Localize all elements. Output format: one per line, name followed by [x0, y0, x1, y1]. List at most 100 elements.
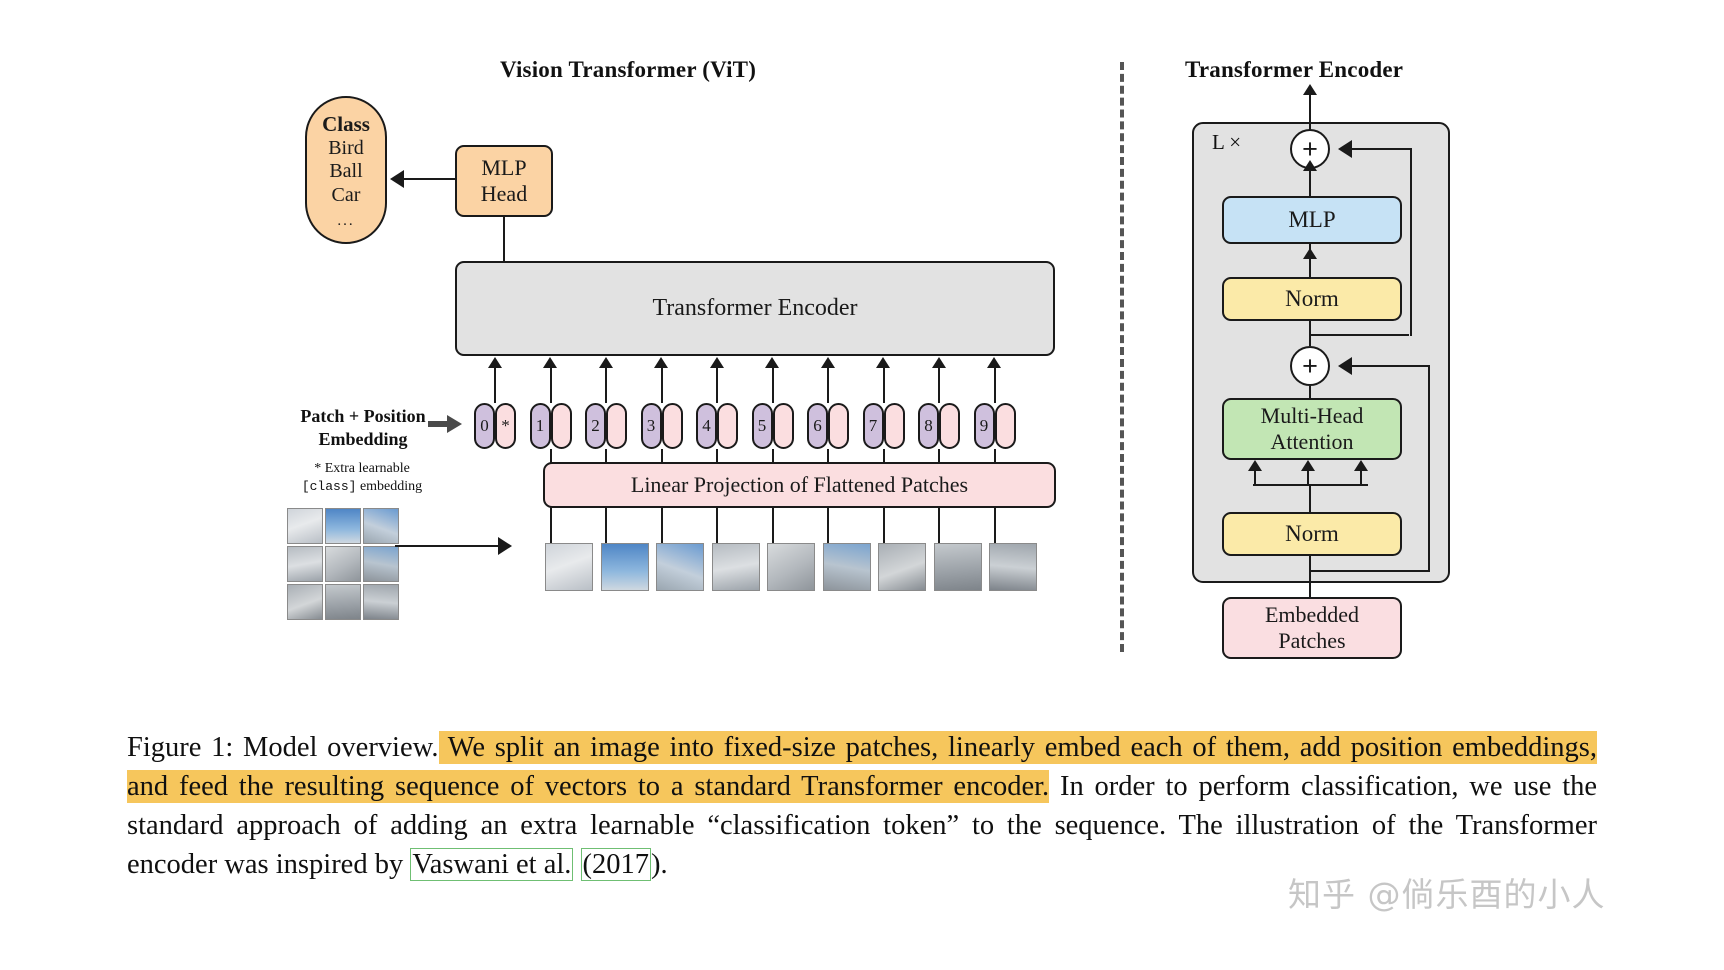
linproj-up-line-1: [549, 449, 552, 463]
source-patch-1: [287, 508, 323, 544]
token-arrow-line-1: [549, 368, 552, 403]
embedded-patches-line2: Patches: [1278, 628, 1346, 653]
embedded-patches-line1: Embedded: [1264, 602, 1360, 628]
token-pair-3: 3: [640, 403, 683, 449]
token-arrow-head-0: [487, 357, 502, 368]
position-embedding-token-5: 5: [751, 403, 773, 449]
class-ellipsis: ...: [337, 212, 355, 229]
encoder-output-arrowhead: [1303, 84, 1317, 95]
qkv-line-0: [1254, 470, 1257, 486]
transformer-encoder-bar: Transformer Encoder: [455, 261, 1055, 356]
linproj-down-line-4: [716, 507, 719, 549]
flattened-patch-9: [989, 543, 1037, 591]
skip1-h-bottom: [1309, 570, 1429, 573]
linproj-up-line-7: [882, 449, 885, 463]
mlp-head-line2: Head: [480, 181, 528, 206]
token-arrow-line-8: [938, 368, 941, 403]
source-patch-9: [363, 584, 399, 620]
position-embedding-token-1: 1: [529, 403, 551, 449]
token-arrow-line-6: [827, 368, 830, 403]
mha-line1: Multi-Head: [1260, 403, 1364, 429]
figure-region: Vision Transformer (ViT) Transformer Enc…: [262, 57, 1450, 659]
flattened-patch-1: [545, 543, 593, 591]
citation-author-link[interactable]: Vaswani et al.: [410, 848, 574, 882]
repeat-count-label: L ×: [1212, 130, 1242, 154]
qkv-arrowhead-1: [1300, 460, 1315, 471]
position-embedding-token-4: 4: [696, 403, 717, 449]
source-patch-5: [325, 546, 361, 582]
skip2-v: [1410, 149, 1413, 336]
extra-learnable-note: * Extra learnable [class] embedding: [262, 460, 462, 496]
encoder-mlp-label: MLP: [1288, 206, 1336, 232]
residual-add-mid: +: [1290, 346, 1330, 386]
linproj-down-line-5: [771, 507, 774, 549]
flattened-patch-7: [878, 543, 926, 591]
patch-embedding-token-9: [994, 403, 1016, 449]
position-embedding-token-6: 6: [807, 403, 828, 449]
token-pair-5: 5: [751, 403, 794, 449]
position-embedding-token-2: 2: [585, 403, 606, 449]
linproj-down-line-9: [993, 507, 996, 549]
qkv-arrowhead-0: [1247, 460, 1262, 471]
transformer-encoder-bar-label: Transformer Encoder: [652, 294, 858, 321]
grid-to-strip-line: [395, 545, 500, 548]
extra-note-line2: [class] embedding: [262, 478, 462, 496]
plus-mid-symbol: +: [1302, 350, 1318, 381]
extra-note-line1: * Extra learnable: [314, 461, 410, 476]
mlp-to-class-arrowhead: [390, 170, 404, 188]
source-patch-6: [363, 546, 399, 582]
token-pair-4: 4: [696, 403, 738, 449]
class-output-capsule: Class Bird Ball Car ...: [305, 96, 387, 244]
token-arrow-head-8: [931, 357, 946, 368]
flattened-patch-3: [656, 543, 704, 591]
token-arrow-head-4: [709, 357, 724, 368]
position-embedding-token-0: 0: [474, 403, 495, 449]
multi-head-attention-box: Multi-Head Attention: [1222, 398, 1402, 460]
ppe-line1: Patch + Position: [300, 406, 426, 426]
linproj-down-line-2: [605, 507, 608, 549]
source-patch-4: [287, 546, 323, 582]
source-patch-7: [287, 584, 323, 620]
token-arrow-head-3: [654, 357, 668, 368]
linproj-up-line-3: [660, 449, 663, 463]
flattened-patch-4: [711, 543, 760, 591]
encoder-to-mlphead-line: [503, 216, 506, 262]
linproj-up-line-4: [716, 449, 719, 463]
ppe-arrow-icon: [428, 415, 462, 433]
position-embedding-token-9: 9: [973, 403, 995, 449]
class-label: Class: [322, 111, 370, 136]
linproj-up-line-8: [938, 449, 941, 463]
qkv-line-1: [1307, 470, 1310, 486]
citation-year-link[interactable]: (2017: [580, 848, 652, 882]
caption-rest: In order to perform classification, we u…: [127, 771, 1598, 881]
class-token-mono: [class]: [301, 479, 357, 495]
source-patch-8: [325, 584, 361, 620]
patch-embedding-token-3: [661, 403, 683, 449]
encoder-output-line: [1309, 92, 1312, 132]
token-arrow-head-9: [987, 357, 1001, 368]
linear-projection-label: Linear Projection of Flattened Patches: [630, 472, 969, 498]
source-patch-3: [363, 508, 399, 544]
linproj-down-line-8: [938, 507, 941, 549]
token-pair-6: 6: [807, 403, 849, 449]
class-item-bird: Bird: [328, 137, 364, 160]
encoder-panel-title: Transformer Encoder: [1185, 57, 1404, 82]
cite-year: 2017: [592, 849, 650, 881]
plus-in-line: [1309, 169, 1312, 196]
linproj-up-line-9: [993, 449, 996, 463]
mha-to-plusmid-line: [1309, 386, 1312, 398]
class-item-ball: Ball: [329, 160, 363, 183]
token-pair-7: 7: [862, 403, 905, 449]
linproj-down-line-3: [660, 507, 663, 549]
extra-note-tail: embedding: [356, 479, 423, 495]
plus-top-symbol: +: [1302, 133, 1318, 164]
grid-to-strip-arrowhead: [498, 537, 512, 555]
ppe-line2: Embedding: [318, 428, 408, 449]
token-pair-1: 1: [529, 403, 572, 449]
mha-line2: Attention: [1270, 429, 1354, 454]
linproj-down-line-7: [882, 507, 885, 549]
figure-caption: Figure 1: Model overview. We split an im…: [127, 728, 1597, 884]
token-pair-9: 9: [973, 403, 1016, 449]
patch-embedding-token-7: [883, 403, 905, 449]
encoder-norm-top-label: Norm: [1285, 285, 1339, 311]
